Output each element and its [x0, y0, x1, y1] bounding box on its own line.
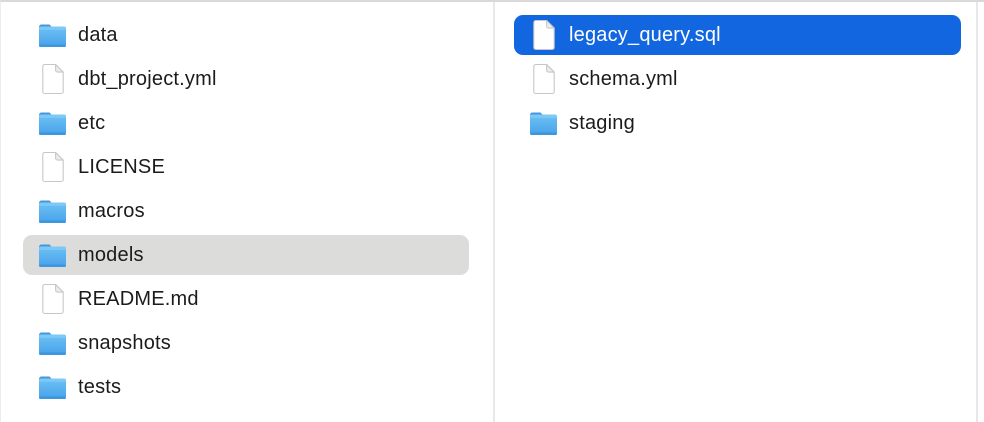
row-staging[interactable]: staging: [495, 101, 976, 145]
folder-icon: [528, 107, 559, 139]
file-icon: [37, 283, 68, 315]
folder-icon: [37, 371, 68, 403]
row-schema-yml[interactable]: schema.yml: [495, 57, 976, 101]
row-etc[interactable]: etc: [1, 101, 493, 145]
item-label: tests: [78, 375, 122, 398]
item-label: schema.yml: [569, 67, 678, 90]
item-label: dbt_project.yml: [78, 67, 217, 90]
item-label: etc: [78, 111, 106, 134]
item-label: models: [78, 243, 144, 266]
chevron-right-icon: [446, 202, 458, 221]
chevron-right-icon: [446, 26, 458, 45]
item-label: README.md: [78, 287, 199, 310]
file-icon: [528, 63, 559, 95]
item-label: snapshots: [78, 331, 171, 354]
selection-highlight-gray: models: [23, 235, 469, 275]
item-label: LICENSE: [78, 155, 165, 178]
chevron-right-icon: [446, 378, 458, 397]
chevron-right-icon: [938, 114, 950, 133]
row-legacy-query-sql-selected[interactable]: legacy_query.sql: [495, 13, 976, 57]
chevron-right-icon: [446, 334, 458, 353]
row-macros[interactable]: macros: [1, 189, 493, 233]
folder-icon: [37, 327, 68, 359]
row-license[interactable]: LICENSE: [1, 145, 493, 189]
item-label: staging: [569, 111, 635, 134]
finder-column-2: legacy_query.sql schema.yml staging: [495, 2, 978, 422]
chevron-right-icon: [446, 114, 458, 133]
selection-highlight-blue: legacy_query.sql: [514, 15, 961, 55]
row-data[interactable]: data: [1, 13, 493, 57]
item-label: macros: [78, 199, 145, 222]
file-icon: [528, 19, 559, 51]
row-models-selected[interactable]: models: [1, 233, 493, 277]
row-dbt-project-yml[interactable]: dbt_project.yml: [1, 57, 493, 101]
item-label: data: [78, 23, 118, 46]
folder-icon: [37, 239, 68, 271]
item-label: legacy_query.sql: [569, 23, 721, 46]
finder-column-1: data dbt_project.yml etc LICENSE: [1, 2, 495, 422]
chevron-right-icon: [446, 246, 458, 265]
folder-icon: [37, 195, 68, 227]
folder-icon: [37, 107, 68, 139]
file-icon: [37, 63, 68, 95]
row-snapshots[interactable]: snapshots: [1, 321, 493, 365]
row-tests[interactable]: tests: [1, 365, 493, 409]
row-readme-md[interactable]: README.md: [1, 277, 493, 321]
folder-icon: [37, 19, 68, 51]
file-icon: [37, 151, 68, 183]
